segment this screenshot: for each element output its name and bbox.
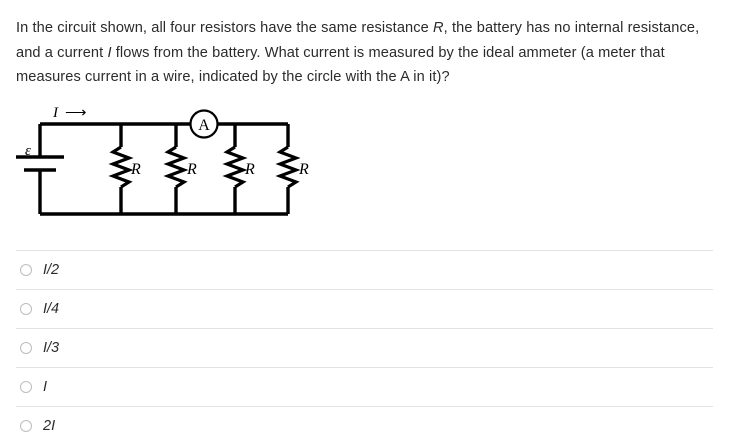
answer-option-label: I/4 bbox=[43, 300, 60, 317]
circuit-diagram-figure: I ⟶ ε R R A R bbox=[0, 95, 340, 235]
answer-option-row[interactable]: I/4 bbox=[16, 289, 713, 328]
radio-button-opt-5[interactable] bbox=[20, 420, 32, 432]
question-text: In the circuit shown, all four resistors… bbox=[16, 16, 716, 90]
resistor-4-zigzag-icon bbox=[275, 145, 301, 189]
ammeter-label-A: A bbox=[198, 117, 210, 134]
question-segment: , the battery has no internal resistance… bbox=[16, 20, 700, 61]
radio-button-opt-2[interactable] bbox=[20, 303, 32, 315]
answer-option-label: I/3 bbox=[43, 339, 60, 356]
question-segment: flows from the battery. What current is … bbox=[16, 44, 665, 86]
question-variable: I bbox=[107, 44, 112, 61]
circuit-diagram-svg: I ⟶ ε R R A R bbox=[16, 105, 309, 216]
answer-option-label: I/2 bbox=[43, 261, 60, 278]
answer-option-label: I bbox=[43, 378, 48, 395]
resistor-3-zigzag-icon bbox=[222, 145, 248, 189]
question-segment: In the circuit shown, all four resistors… bbox=[16, 20, 434, 36]
resistor-1-zigzag-icon bbox=[108, 145, 134, 189]
resistor-3-label: R bbox=[244, 161, 255, 178]
answer-option-row[interactable]: I bbox=[16, 367, 713, 406]
resistor-2-zigzag-icon bbox=[163, 145, 189, 189]
answer-option-row[interactable]: I/3 bbox=[16, 328, 713, 367]
resistor-2-label: R bbox=[186, 161, 197, 178]
radio-button-opt-1[interactable] bbox=[20, 264, 32, 276]
question-variable: R bbox=[433, 20, 444, 36]
answer-option-row[interactable]: 2I bbox=[16, 406, 713, 445]
radio-button-opt-3[interactable] bbox=[20, 342, 32, 354]
radio-button-opt-4[interactable] bbox=[20, 381, 32, 393]
resistor-4-label: R bbox=[298, 161, 309, 178]
ammeter-circle-icon bbox=[189, 109, 219, 139]
answer-option-label: 2I bbox=[43, 417, 56, 434]
current-arrow-icon: ⟶ bbox=[65, 105, 87, 121]
resistor-1-label: R bbox=[130, 161, 141, 178]
answer-option-row[interactable]: I/2 bbox=[16, 250, 713, 289]
current-label-I: I bbox=[52, 105, 59, 121]
battery-emf-label: ε bbox=[25, 143, 31, 159]
